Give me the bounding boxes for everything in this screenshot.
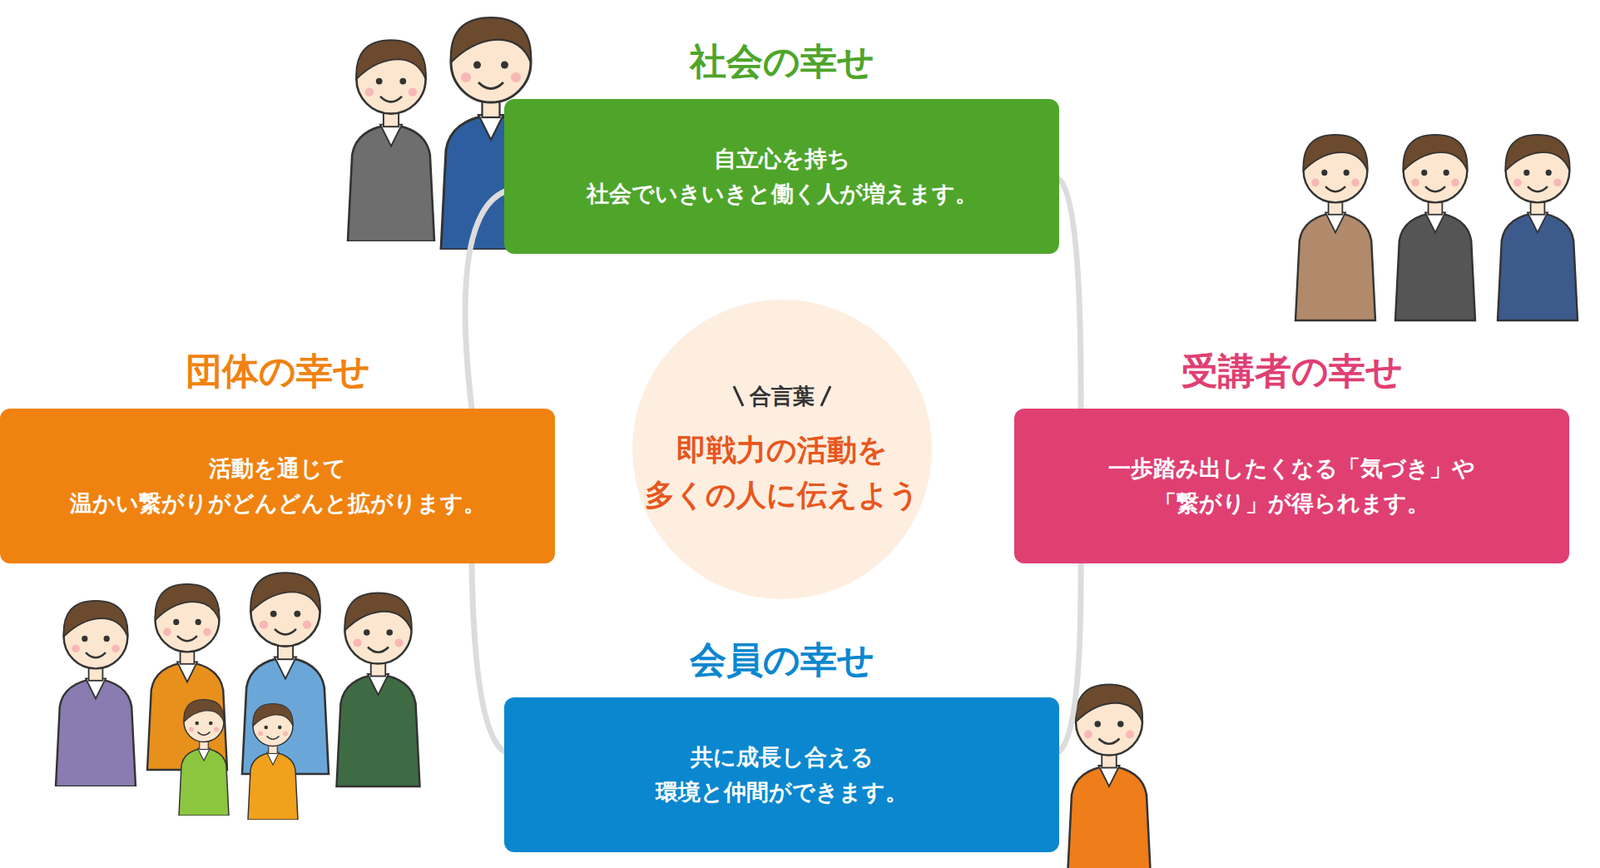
benefit-text: 自立心を持ち 社会でいきいきと働く人が増えます。 — [572, 141, 991, 212]
benefit-node: 団体の幸せ活動を通じて 温かい繋がりがどんどんと拡がります。 — [0, 349, 555, 564]
slash-mark — [820, 386, 833, 407]
ring-connector — [471, 563, 505, 752]
ring-connector — [1059, 179, 1081, 409]
node-heading: 会員の幸せ — [504, 638, 1060, 683]
motto-text: 即戦力の活動を 多くの人に伝えよう — [639, 427, 925, 518]
ring-connector — [1059, 563, 1081, 752]
benefit-box: 自立心を持ち 社会でいきいきと働く人が増えます。 — [504, 99, 1060, 254]
benefit-box: 活動を通じて 温かい繋がりがどんどんと拡がります。 — [0, 408, 555, 564]
benefit-text: 一歩踏み出したくなる「気づき」や 「繋がり」が得られます。 — [1094, 450, 1490, 521]
motto-label-row: 合言葉 — [737, 381, 828, 412]
motto-label: 合言葉 — [749, 381, 815, 412]
benefit-node: 社会の幸せ自立心を持ち 社会でいきいきと働く人が増えます。 — [504, 39, 1060, 254]
motto-circle: 合言葉即戦力の活動を 多くの人に伝えよう — [632, 299, 932, 600]
node-heading: 社会の幸せ — [504, 39, 1060, 85]
benefit-text: 活動を通じて 温かい繋がりがどんどんと拡がります。 — [57, 450, 498, 521]
slash-mark — [733, 386, 745, 407]
benefit-node: 会員の幸せ共に成長し合える 環境と仲間ができます。 — [504, 638, 1060, 853]
node-heading: 団体の幸せ — [0, 349, 555, 394]
benefit-box: 一歩踏み出したくなる「気づき」や 「繋がり」が得られます。 — [1014, 408, 1570, 564]
node-heading: 受講者の幸せ — [1014, 349, 1570, 394]
benefit-text: 共に成長し合える 環境と仲間ができます。 — [652, 739, 912, 810]
benefit-node: 受講者の幸せ一歩踏み出したくなる「気づき」や 「繋がり」が得られます。 — [1014, 349, 1570, 564]
benefit-box: 共に成長し合える 環境と仲間ができます。 — [504, 697, 1060, 853]
ring-connector — [465, 191, 505, 408]
